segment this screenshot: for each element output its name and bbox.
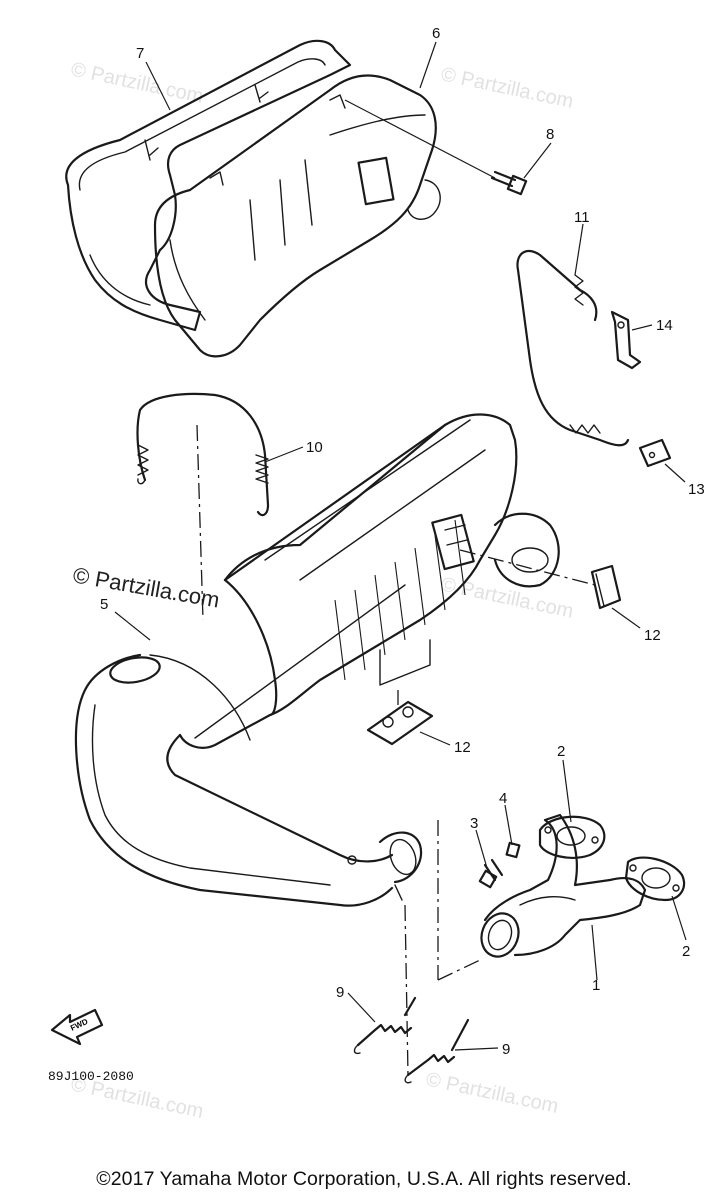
callout-13: 13: [688, 481, 705, 498]
callout-10: 10: [306, 439, 323, 456]
callout-2-upper: 2: [557, 743, 565, 760]
callout-leaders: [114, 41, 687, 1051]
callout-5: 5: [100, 596, 108, 613]
part-2-gasket-upper: [538, 815, 606, 859]
copyright-notice: ©2017 Yamaha Motor Corporation, U.S.A. A…: [96, 1168, 632, 1190]
callout-labels: 7 6 8 11 14 10 13 5 12 12 2 4 3 2 1 9 9: [100, 25, 705, 1058]
callout-12-lower: 12: [454, 739, 471, 756]
part-14-bracket: [610, 310, 642, 370]
part-7-heat-shield-gasket: [65, 39, 352, 332]
part-1-exhaust-manifold: [480, 813, 647, 958]
callout-9-left: 9: [336, 984, 344, 1001]
callout-7: 7: [136, 45, 144, 62]
part-4-nut: [505, 841, 521, 859]
drawing-number: 89J100-2080: [48, 1069, 134, 1084]
watermark: © Partzilla.com: [439, 63, 575, 113]
part-12-damper-pad-lower: [366, 700, 434, 746]
callout-3: 3: [470, 815, 478, 832]
fwd-arrow-icon: FWD: [50, 1008, 104, 1046]
callout-6: 6: [432, 25, 440, 42]
callout-1: 1: [592, 977, 600, 994]
callout-12-right: 12: [644, 627, 661, 644]
part-10-spring: [136, 392, 270, 517]
callout-2-lower: 2: [682, 943, 690, 960]
part-12-damper-pad-right: [590, 564, 622, 610]
part-2-gasket-lower: [624, 856, 686, 902]
watermark: © Partzilla.com: [439, 573, 575, 623]
assembly-centerlines: [196, 424, 596, 1076]
watermark: © Partzilla.com: [69, 58, 205, 108]
callout-4: 4: [499, 790, 507, 807]
part-3-bolt: [478, 858, 504, 889]
watermark-main: © Partzilla.com: [71, 562, 221, 612]
callout-9-right: 9: [502, 1041, 510, 1058]
callout-8: 8: [546, 126, 554, 143]
part-6-muffler-cover: [153, 74, 441, 358]
callout-14: 14: [656, 317, 673, 334]
callout-11: 11: [574, 209, 590, 226]
part-9-spring-right: [404, 1018, 470, 1084]
part-9-spring-left: [353, 996, 417, 1055]
part-11-spring: [516, 249, 630, 447]
part-13-plate: [638, 438, 672, 468]
part-5-muffler: [74, 413, 560, 907]
part-8-bolt: [344, 99, 528, 196]
watermark: © Partzilla.com: [424, 1068, 560, 1118]
fwd-label: FWD: [69, 1017, 90, 1033]
